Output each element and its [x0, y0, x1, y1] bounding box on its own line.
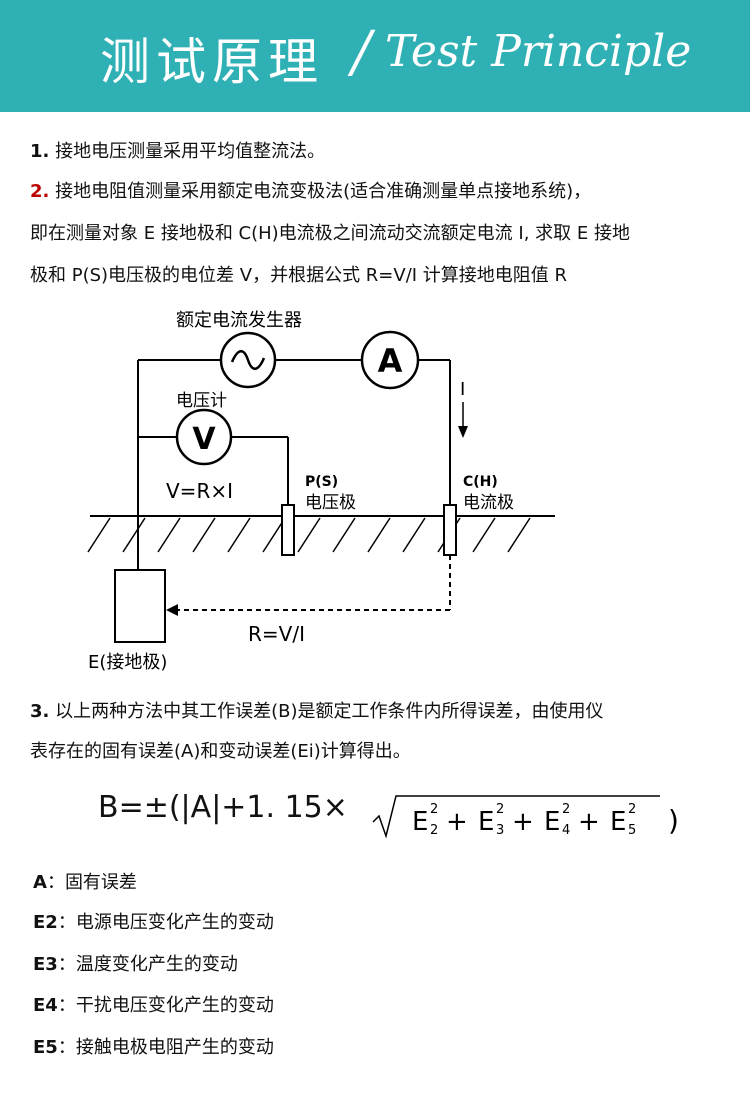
- e2-symbol: E: [412, 807, 428, 837]
- item-2-line-3: 极和 P(S)电压极的电位差 V，并根据公式 R=V/I 计算接地电阻值 R: [30, 265, 568, 286]
- generator-label: 额定电流发生器: [176, 310, 302, 331]
- legend-desc: 接触电极电阻产生的变动: [75, 1037, 274, 1058]
- legend-key: E3: [33, 954, 58, 975]
- item-3-text-1: 以上两种方法中其工作误差(B)是额定工作条件内所得误差，由使用仪: [55, 701, 604, 722]
- ohm-formula: V=R×I: [166, 479, 233, 503]
- formula-plus-2: +: [512, 807, 534, 837]
- header-title-cn: 测试原理: [100, 33, 324, 91]
- legend-item-e3: E3：温度变化产生的变动: [33, 950, 238, 976]
- legend-desc: 干扰电压变化产生的变动: [75, 995, 274, 1016]
- legend-key: E4: [33, 995, 58, 1016]
- e5-subscript: 5: [628, 823, 636, 838]
- item-3-number: 3.: [30, 701, 50, 722]
- page-header: 测试原理 / Test Principle: [0, 0, 750, 112]
- e3-subscript: 3: [496, 823, 504, 838]
- legend-desc: 温度变化产生的变动: [75, 954, 238, 975]
- e5-superscript: 2: [628, 802, 636, 817]
- item-1: 1. 接地电压测量采用平均值整流法。: [30, 140, 325, 164]
- item-2-text-1: 接地电阻值测量采用额定电流变极法(适合准确测量单点接地系统)，: [55, 181, 592, 202]
- e3-symbol: E: [478, 807, 494, 837]
- current-arrow-icon: [458, 426, 468, 438]
- item-2-line-2: 即在测量对象 E 接地极和 C(H)电流极之间流动交流额定电流 I, 求取 E …: [30, 223, 630, 244]
- legend-sep: ：: [57, 954, 76, 975]
- formula-prefix: B=±(|A|+1. 15×: [98, 790, 348, 825]
- e4-superscript: 2: [562, 802, 570, 817]
- voltmeter-icon: [175, 408, 233, 466]
- c-sub-label: 电流极: [463, 493, 514, 513]
- ammeter-symbol: A: [378, 342, 403, 380]
- e-electrode-box: [114, 569, 166, 643]
- formula-plus-1: +: [446, 807, 468, 837]
- e2-subscript: 2: [430, 823, 438, 838]
- e4-subscript: 4: [562, 823, 570, 838]
- legend-key: E2: [33, 912, 58, 933]
- return-arrow-icon: [166, 604, 178, 616]
- legend-sep: ：: [57, 912, 76, 933]
- item-1-text: 接地电压测量采用平均值整流法。: [55, 141, 326, 162]
- voltmeter-symbol: V: [192, 422, 216, 457]
- legend-key: E5: [33, 1037, 58, 1058]
- item-2-number: 2.: [30, 181, 50, 202]
- legend-desc: 固有误差: [64, 872, 137, 893]
- legend-item-e2: E2：电源电压变化产生的变动: [33, 908, 274, 934]
- legend-sep: ：: [57, 995, 76, 1016]
- e3-superscript: 2: [496, 802, 504, 817]
- e4-symbol: E: [544, 807, 560, 837]
- item-3-line-2: 表存在的固有误差(A)和变动误差(Ei)计算得出。: [30, 741, 411, 762]
- legend-item-e4: E4：干扰电压变化产生的变动: [33, 991, 274, 1017]
- current-label: I: [460, 379, 465, 400]
- ammeter-icon: [360, 330, 420, 390]
- item-2-line-1: 2. 接地电阻值测量采用额定电流变极法(适合准确测量单点接地系统)，: [30, 180, 591, 204]
- legend-item-e5: E5：接触电极电阻产生的变动: [33, 1033, 274, 1059]
- error-formula: B=±(|A|+1. 15×: [98, 790, 348, 825]
- legend-sep: ：: [46, 872, 65, 893]
- p-electrode: [281, 504, 295, 556]
- e5-symbol: E: [610, 807, 626, 837]
- voltmeter-label: 电压计: [176, 391, 227, 411]
- legend-key: A: [33, 872, 47, 893]
- item-1-number: 1.: [30, 141, 50, 162]
- e2-superscript: 2: [430, 802, 438, 817]
- legend-sep: ：: [57, 1037, 76, 1058]
- p-label: P(S): [305, 474, 338, 490]
- legend-desc: 电源电压变化产生的变动: [75, 912, 274, 933]
- legend-item-a: A：固有误差: [33, 868, 137, 894]
- header-title-en: Test Principle: [385, 26, 692, 77]
- c-label: C(H): [463, 474, 498, 490]
- measurement-circuit-diagram: A V 额定电流发生器 I 电压计 V=R×I P(S) 电压极 C(H) 电流…: [87, 310, 555, 673]
- r-formula: R=V/I: [248, 622, 305, 646]
- p-sub-label: 电压极: [305, 493, 356, 513]
- e-label: E(接地极): [88, 652, 167, 673]
- formula-plus-3: +: [578, 807, 600, 837]
- formula-suffix: ): [668, 804, 679, 837]
- c-electrode: [443, 504, 457, 556]
- header-slash: /: [352, 20, 371, 85]
- item-3-line-1: 3. 以上两种方法中其工作误差(B)是额定工作条件内所得误差，由使用仪: [30, 700, 604, 724]
- formula-radical: E 2 2 + E 3 2 + E 4 2 + E 5 2 ): [372, 795, 679, 839]
